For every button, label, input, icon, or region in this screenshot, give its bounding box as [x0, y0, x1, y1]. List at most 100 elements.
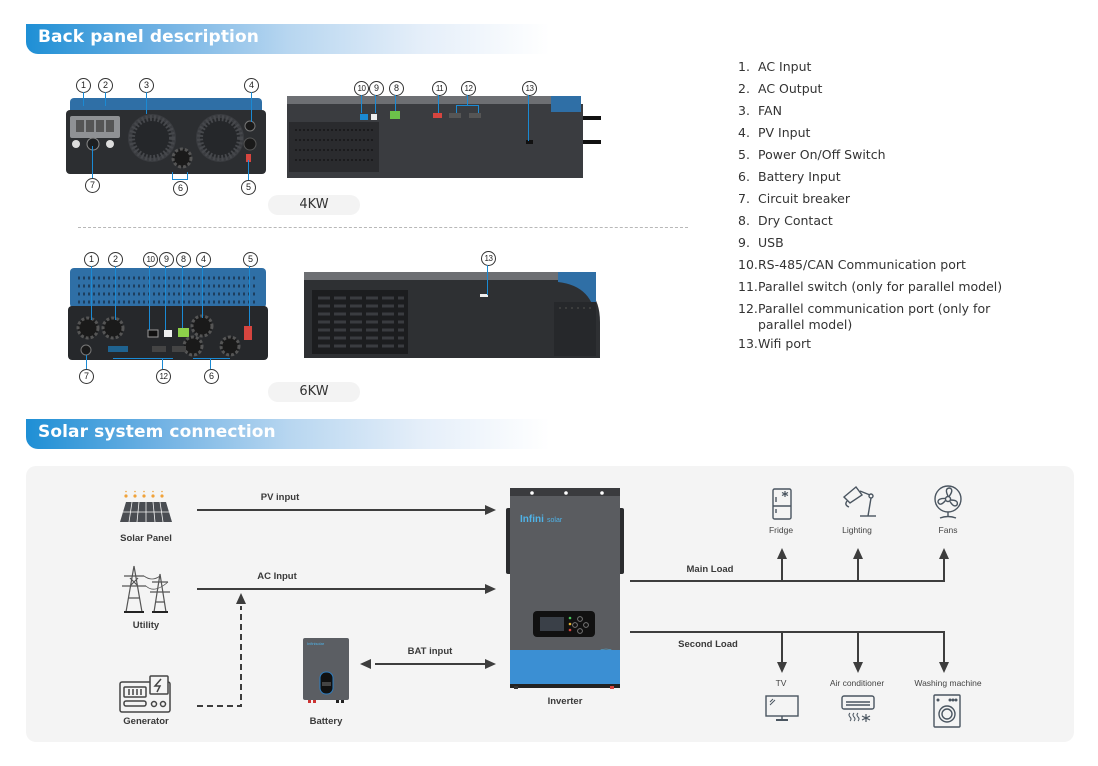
legend-item-number: 3. — [738, 103, 750, 118]
legend-item-text: FAN — [758, 103, 782, 118]
solar-system-header: Solar system connection — [26, 419, 550, 449]
bat-input-arrow-right — [485, 659, 496, 669]
generator-label: Generator — [123, 716, 169, 727]
ac-input-arrow — [485, 584, 496, 594]
generator-dashed-line — [197, 604, 245, 708]
back-panel-title: Back panel description — [38, 27, 259, 47]
callout-11: 11 — [432, 81, 447, 96]
fridge-arrow — [777, 548, 787, 559]
legend-item-text: Battery Input — [758, 169, 841, 184]
legend-item-text: Parallel switch (only for parallel model… — [758, 279, 1003, 294]
ac-input-line — [197, 588, 487, 590]
legend-item: 13.Wifi port — [738, 333, 1038, 355]
callout-1: 1 — [76, 78, 91, 93]
callout-9: 9 — [369, 81, 384, 96]
legend-item-text: AC Input — [758, 59, 812, 74]
model-label-4kw: 4KW — [268, 195, 360, 215]
callout-6kw-7: 7 — [79, 369, 94, 384]
legend-item: 3. FAN — [738, 100, 1038, 122]
legend-item: 9. USB — [738, 232, 1038, 254]
generator-icon — [118, 674, 174, 714]
svg-text:Infini: Infini — [520, 514, 544, 525]
legend-item-text: AC Output — [758, 81, 823, 96]
legend-item-number: 13. — [738, 336, 758, 351]
ac-input-label: AC Input — [257, 571, 297, 582]
second-load-line — [630, 631, 945, 633]
fans-label: Fans — [938, 525, 958, 535]
legend-item: 10.RS-485/CAN Communication port — [738, 254, 1038, 276]
inverter-4kw-side-view — [287, 96, 603, 180]
solar-system-title: Solar system connection — [38, 422, 276, 442]
second-load-branch-ac — [857, 631, 859, 663]
model-divider — [78, 227, 688, 228]
legend-item-text: Dry Contact — [758, 213, 833, 228]
callout-8: 8 — [389, 81, 404, 96]
legend-item-text: USB — [758, 235, 784, 250]
legend-item-number: 1. — [738, 59, 750, 74]
legend-item: 5. Power On/Off Switch — [738, 144, 1038, 166]
legend-item-text: Wifi port — [758, 336, 812, 351]
legend-item-number: 10. — [738, 257, 758, 272]
main-load-branch-lighting — [857, 558, 859, 582]
legend-item-number: 11. — [738, 279, 758, 294]
lamp-icon — [840, 483, 878, 519]
tv-label: TV — [775, 678, 787, 688]
model-label-6kw: 6KW — [268, 382, 360, 402]
legend-item: 12.Parallel communication port (only for… — [738, 298, 1038, 333]
inverter-4kw-rear-view — [66, 96, 266, 176]
washing-machine-arrow — [939, 662, 949, 673]
pv-input-line — [197, 509, 487, 511]
legend-item-number: 2. — [738, 81, 750, 96]
legend-item-number: 7. — [738, 191, 750, 206]
callout-10: 10 — [354, 81, 369, 96]
callout-5: 5 — [241, 180, 256, 195]
inverter-6kw-side-view — [304, 272, 604, 362]
pv-input-label: PV input — [260, 492, 300, 503]
legend-item: 6. Battery Input — [738, 166, 1038, 188]
legend-item: 2. AC Output — [738, 78, 1038, 100]
legend-item-number: 6. — [738, 169, 750, 184]
callout-2: 2 — [98, 78, 113, 93]
battery-label: Battery — [309, 716, 343, 727]
legend-item: 7. Circuit breaker — [738, 188, 1038, 210]
legend-item-number: 9. — [738, 235, 750, 250]
callout-12: 12 — [461, 81, 476, 96]
fridge-icon — [770, 487, 794, 521]
utility-tower-icon — [120, 564, 174, 614]
callout-6kw-5: 5 — [243, 252, 258, 267]
solar-panel-icon — [118, 490, 174, 526]
legend-item-text: Power On/Off Switch — [758, 147, 886, 162]
tv-arrow — [777, 662, 787, 673]
inverter-label: Inverter — [547, 696, 583, 707]
callout-6kw-9: 9 — [159, 252, 174, 267]
callout-6kw-13: 13 — [481, 251, 496, 266]
washing-machine-label: Washing machine — [914, 678, 982, 688]
callout-13: 13 — [522, 81, 537, 96]
legend-item-number: 8. — [738, 213, 750, 228]
utility-label: Utility — [132, 620, 160, 631]
solar-panel-label: Solar Panel — [120, 533, 172, 544]
main-load-line — [630, 580, 945, 582]
bat-input-label: BAT input — [407, 646, 453, 657]
callout-7: 7 — [85, 178, 100, 193]
second-load-branch-tv — [781, 631, 783, 663]
air-conditioner-icon — [840, 694, 876, 724]
legend-item: 11.Parallel switch (only for parallel mo… — [738, 276, 1038, 298]
callout-6kw-2: 2 — [108, 252, 123, 267]
callout-6kw-12: 12 — [156, 369, 171, 384]
second-load-branch-washer — [943, 631, 945, 663]
main-load-branch-fans — [943, 558, 945, 582]
callout-6kw-10: 10 — [143, 252, 158, 267]
legend-item-number: 12. — [738, 301, 758, 316]
svg-text:Infinisolar: Infinisolar — [307, 641, 325, 646]
legend-item-text: RS-485/CAN Communication port — [758, 257, 966, 272]
legend-item-text: Circuit breaker — [758, 191, 850, 206]
callout-6kw-8: 8 — [176, 252, 191, 267]
inverter-device: Infini solar — [506, 488, 624, 690]
svg-text:solar: solar — [547, 517, 563, 524]
fridge-label: Fridge — [768, 525, 794, 535]
legend-item-text: PV Input — [758, 125, 811, 140]
legend-item-number: 5. — [738, 147, 750, 162]
bat-input-arrow-left — [360, 659, 371, 669]
